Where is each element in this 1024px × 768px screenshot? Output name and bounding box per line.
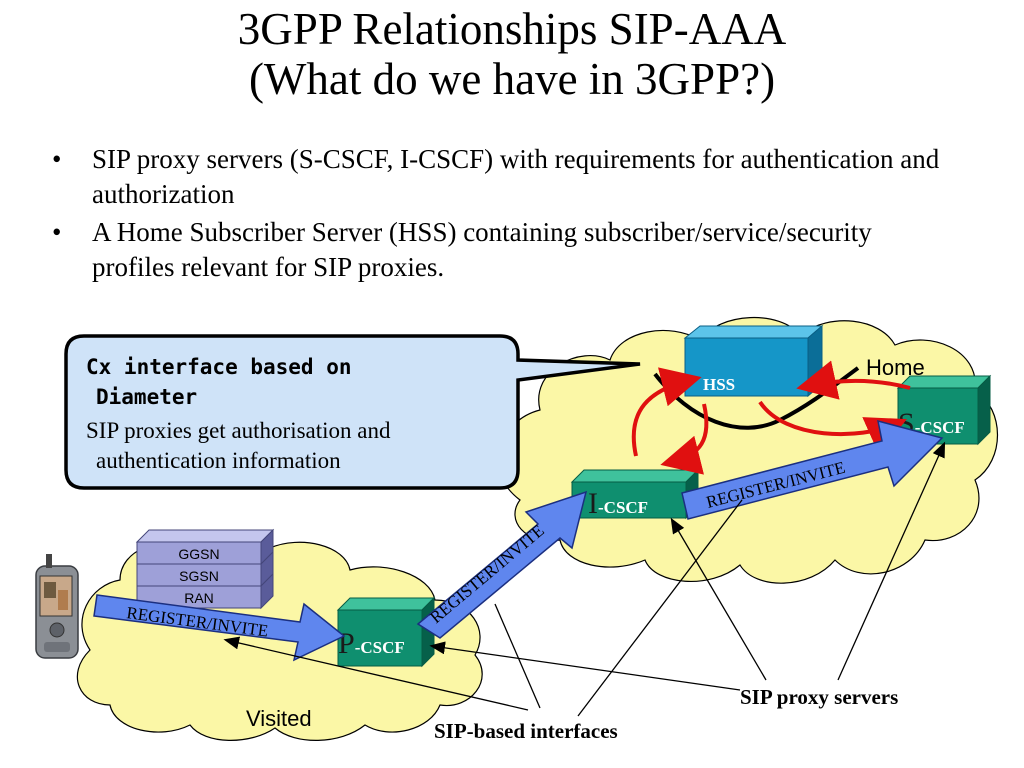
bullet-dot: • xyxy=(52,217,62,247)
callout-heading-line-1: Cx interface based on xyxy=(86,355,352,379)
callout-body-line-1: SIP proxies get authorisation and xyxy=(86,418,391,443)
protocol-stack: GGSN SGSN RAN xyxy=(135,528,275,610)
bullet-item-2: • A Home Subscriber Server (HSS) contain… xyxy=(52,215,952,285)
title-line-2: (What do we have in 3GPP?) xyxy=(248,54,776,104)
title-line-1: 3GPP Relationships SIP-AAA xyxy=(237,4,787,54)
s-cscf-small: -CSCF xyxy=(915,418,965,437)
p-cscf-server: P-CSCF xyxy=(336,596,436,668)
stack-label-sgsn: SGSN xyxy=(179,568,219,584)
scscf-to-hss-arrow xyxy=(796,360,911,400)
callout-body-line-2: authentication information xyxy=(96,448,341,473)
legend-pointer-lines xyxy=(223,441,946,717)
i-cscf-label: I-CSCF xyxy=(588,487,648,520)
stack-layer-ggsn: GGSN xyxy=(135,528,275,566)
hss-server: HSS xyxy=(683,324,824,398)
bullet-item-1: • SIP proxy servers (S-CSCF, I-CSCF) wit… xyxy=(52,142,952,212)
bullet-text-2: A Home Subscriber Server (HSS) containin… xyxy=(92,217,872,282)
mobile-phone-icon xyxy=(35,554,79,659)
bullet-dot: • xyxy=(52,144,62,174)
i-cscf-server: I-CSCF xyxy=(570,468,700,520)
icscf-to-hss-arrow xyxy=(631,367,702,457)
register-invite-arrow-pcscf-to-icscf: REGISTER/INVITE xyxy=(416,490,588,639)
stack-label-ggsn: GGSN xyxy=(178,546,219,562)
i-cscf-small: -CSCF xyxy=(598,498,648,517)
slide-title: 3GPP Relationships SIP-AAA (What do we h… xyxy=(0,4,1024,104)
cx-interface-callout: Cx interface based on Diameter SIP proxi… xyxy=(64,334,641,490)
arrow-label-pcscf-icscf: REGISTER/INVITE xyxy=(426,521,547,627)
stack-layer-ran: RAN xyxy=(136,572,274,610)
p-cscf-small: -CSCF xyxy=(355,638,405,657)
callout-heading-line-2: Diameter xyxy=(96,385,197,409)
bullet-text-1: SIP proxy servers (S-CSCF, I-CSCF) with … xyxy=(92,144,940,209)
legend-sip-based-interfaces: SIP-based interfaces xyxy=(434,719,618,743)
legend-sip-proxy-servers: SIP proxy servers xyxy=(740,685,898,709)
hss-label: HSS xyxy=(703,375,735,394)
i-cscf-big: I xyxy=(588,487,598,520)
bullet-list: • SIP proxy servers (S-CSCF, I-CSCF) wit… xyxy=(52,142,952,288)
visited-label: Visited xyxy=(246,706,312,731)
p-cscf-big: P xyxy=(338,627,355,660)
stack-label-ran: RAN xyxy=(184,590,214,606)
hss-to-icscf-arrow xyxy=(660,403,709,475)
home-label: Home xyxy=(866,355,925,380)
stack-layer-sgsn: SGSN xyxy=(136,550,274,588)
